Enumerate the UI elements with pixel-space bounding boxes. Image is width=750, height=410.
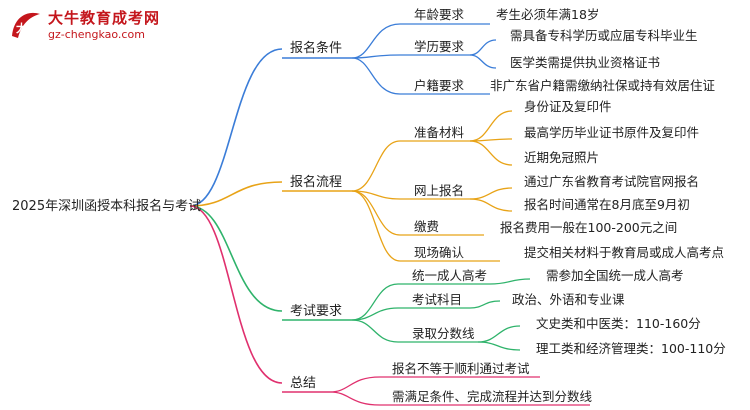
node-onsite: 现场确认 xyxy=(414,245,465,260)
detail-online-1: 通过广东省教育考试院官网报名 xyxy=(524,174,699,189)
node-fee: 缴费 xyxy=(414,219,439,234)
connector-root-exam xyxy=(189,205,283,312)
detail-materials-2: 最高学历毕业证书原件及复印件 xyxy=(524,125,699,140)
detail-subjects: 政治、外语和专业课 xyxy=(512,292,625,307)
detail-unified-exam: 需参加全国统一成人高考 xyxy=(546,268,684,283)
node-hukou: 户籍要求 xyxy=(414,78,465,93)
node-age: 年龄要求 xyxy=(414,7,465,22)
branch-registration-process: 报名流程 xyxy=(290,174,342,190)
logo-mark-text: 大牛 xyxy=(16,21,38,35)
branch-exam-requirements: 考试要求 xyxy=(290,304,342,319)
summary-detail-2: 需满足条件、完成流程并达到分数线 xyxy=(392,389,593,404)
node-unified-exam: 统一成人高考 xyxy=(412,268,487,283)
summary-detail-1: 报名不等于顺利通过考试 xyxy=(392,361,530,376)
node-materials: 准备材料 xyxy=(414,125,465,140)
detail-education-1: 需具备专科学历或应届专科毕业生 xyxy=(510,28,698,43)
detail-education-2: 医学类需提供执业资格证书 xyxy=(510,55,660,70)
connector-root-summary xyxy=(189,205,283,384)
detail-onsite: 提交相关材料于教育局或成人高考点 xyxy=(524,245,724,260)
detail-materials-3: 近期免冠照片 xyxy=(524,150,599,165)
detail-materials-1: 身份证及复印件 xyxy=(524,99,612,114)
logo-mark-icon: 大牛 xyxy=(12,12,40,38)
node-scores: 录取分数线 xyxy=(412,326,475,341)
branch-registration-conditions: 报名条件 xyxy=(290,40,342,56)
detail-online-2: 报名时间通常在8月底至9月初 xyxy=(524,197,690,212)
detail-fee: 报名费用一般在100-200元之间 xyxy=(500,220,677,235)
site-logo: 大牛 大牛教育成考网 gz-chengkao.com xyxy=(6,4,196,48)
branch-summary: 总结 xyxy=(290,376,316,391)
node-subjects: 考试科目 xyxy=(412,292,462,307)
detail-scores-1: 文史类和中医类：110-160分 xyxy=(536,316,701,331)
node-education: 学历要求 xyxy=(414,39,465,54)
node-online: 网上报名 xyxy=(414,183,464,198)
detail-age: 考生必须年满18岁 xyxy=(496,7,599,22)
logo-title: 大牛教育成考网 xyxy=(48,9,161,27)
detail-scores-2: 理工类和经济管理类：100-110分 xyxy=(536,341,726,356)
connector-root-conditions xyxy=(189,48,283,207)
connector-root-process xyxy=(189,181,283,207)
root-title: 2025年深圳函授本科报名与考试 xyxy=(12,198,201,214)
logo-url: gz-chengkao.com xyxy=(48,28,145,41)
detail-hukou: 非广东省户籍需缴纳社保或持有效居住证 xyxy=(490,78,716,93)
